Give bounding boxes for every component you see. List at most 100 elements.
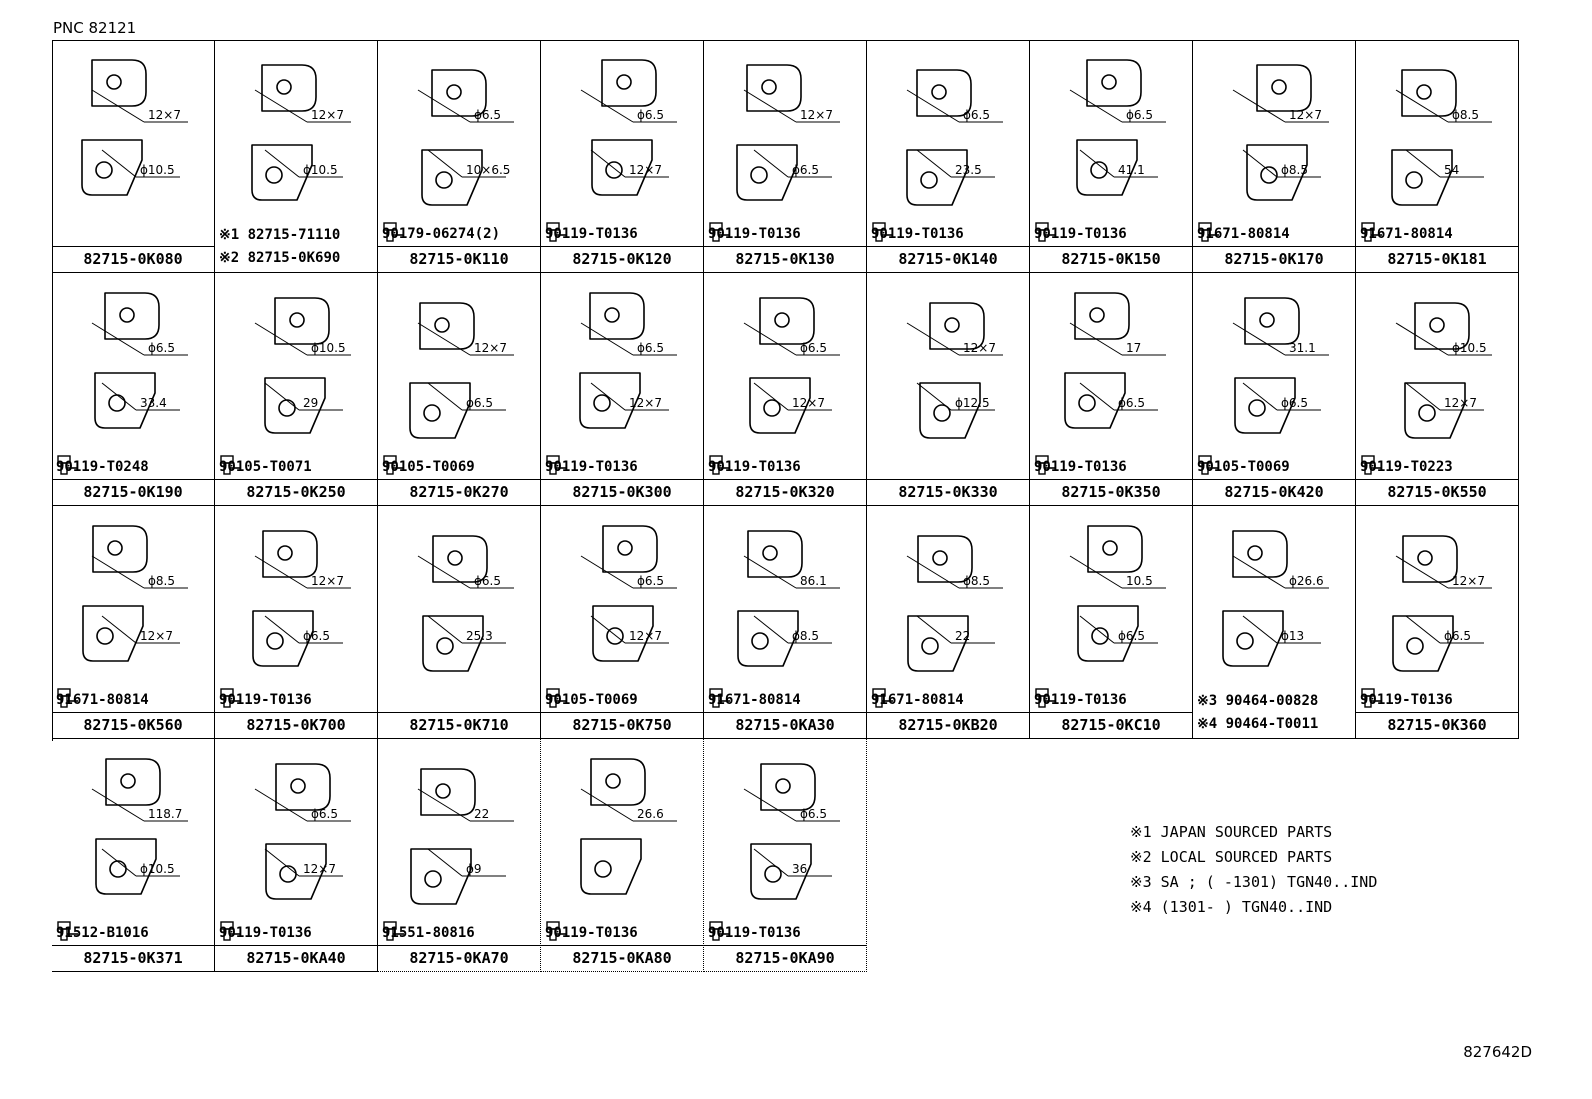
part-drawing: ϕ8.512×7 (82, 525, 188, 662)
bolt-part-number: 90119-T0136 (219, 925, 312, 941)
dimension-label: ϕ9 (466, 862, 482, 876)
bolt-callout: 90119-T0136 (1034, 222, 1127, 246)
dimension-label: ϕ6.5 (466, 396, 493, 410)
alternate-part-numbers: ※1 82715-71110※2 82715-0K690 (219, 224, 340, 270)
bolt-part-number: 90179-06274(2) (382, 226, 501, 242)
bolt-icon (57, 455, 78, 475)
grid-outer-border (52, 40, 1519, 741)
leader-line (1405, 615, 1441, 644)
part-drawing: ϕ6.512×7 (580, 525, 677, 662)
dimension-label: ϕ6.5 (963, 108, 990, 122)
part-number: 82715-0K181 (1356, 246, 1518, 272)
dimension-label: ϕ8.5 (148, 574, 175, 588)
part-drawing: 26.6 (580, 758, 677, 895)
leader-line (1232, 322, 1286, 356)
bolt-part-number: 91671-80814 (1197, 226, 1290, 242)
leader-line (1395, 555, 1449, 589)
leader-line (1405, 382, 1441, 411)
leader-line (906, 555, 960, 589)
alternate-part-number: ※2 82715-0K690 (219, 250, 341, 266)
bolt-icon (383, 455, 404, 475)
leader-line (590, 382, 626, 411)
bolt-part-number: 90119-T0136 (708, 459, 801, 475)
bolt-icon (1035, 688, 1056, 708)
dimension-label: ϕ10.5 (140, 163, 175, 177)
dimension-label: ϕ6.5 (148, 341, 175, 355)
dimension-label: ϕ6.5 (637, 108, 664, 122)
dimension-label: 12×7 (1444, 396, 1477, 410)
dimension-label: ϕ6.5 (474, 108, 501, 122)
leader-line (753, 615, 789, 644)
part-number: 82715-0KB20 (867, 712, 1029, 738)
dimension-label: ϕ8.5 (1281, 163, 1308, 177)
bolt-callout: 90119-T0136 (545, 222, 638, 246)
bolt-icon (1361, 688, 1382, 708)
part-drawing: ϕ6.533.4 (91, 292, 188, 429)
dimension-label: ϕ6.5 (1118, 629, 1145, 643)
footnotes: ※1 JAPAN SOURCED PARTS ※2 LOCAL SOURCED … (1130, 820, 1377, 920)
leader-line (1069, 322, 1123, 356)
bolt-part-number: 91671-80814 (56, 692, 149, 708)
bolt-icon (1198, 222, 1219, 242)
bolt-part-number: 90119-T0136 (1360, 692, 1453, 708)
bolt-icon (1361, 222, 1382, 242)
dimension-label: 12×7 (303, 862, 336, 876)
dimension-label: 25.3 (466, 629, 493, 643)
leader-line (906, 322, 960, 356)
dimension-label: 12×7 (1289, 108, 1322, 122)
leader-line (1395, 89, 1449, 123)
dimension-label: 86.1 (800, 574, 827, 588)
leader-line (916, 615, 952, 644)
part-drawing: ϕ10.512×7 (1395, 302, 1492, 439)
part-drawing: ϕ6.512×7 (580, 59, 677, 196)
bolt-callout: 91671-80814 (1360, 222, 1453, 246)
bolt-callout: 90179-06274(2) (382, 222, 500, 246)
bolt-icon (220, 921, 241, 941)
dimension-label: ϕ6.5 (637, 341, 664, 355)
bolt-callout: 91671-80814 (1197, 222, 1290, 246)
dimension-label: 118.7 (148, 807, 182, 821)
dimension-label: ϕ6.5 (303, 629, 330, 643)
dimension-label: 12×7 (792, 396, 825, 410)
part-drawing: ϕ6.536 (743, 763, 840, 900)
leader-line (101, 848, 137, 877)
part-number: 82715-0K250 (215, 479, 377, 505)
leader-line (427, 848, 463, 877)
part-drawing: ϕ6.523.5 (906, 69, 1003, 206)
part-number: 82715-0KA40 (215, 945, 377, 971)
bolt-callout: 90119-T0136 (708, 455, 801, 479)
part-number: 82715-0KA90 (704, 945, 866, 971)
part-drawing: ϕ6.512×7 (579, 292, 677, 429)
bolt-icon (1035, 455, 1056, 475)
dimension-label: 36 (792, 862, 807, 876)
bolt-part-number: 90119-T0136 (1034, 692, 1127, 708)
part-drawing: 31.1ϕ6.5 (1232, 297, 1329, 434)
bolt-part-number: 90119-T0136 (1034, 459, 1127, 475)
leader-line (254, 89, 308, 123)
leader-line (264, 848, 300, 877)
bolt-part-number: 91671-80814 (871, 692, 964, 708)
dimension-label: ϕ6.5 (1126, 108, 1153, 122)
bolt-callout: 90105-T0069 (382, 455, 475, 479)
part-number: 82715-0KC10 (1030, 712, 1192, 738)
dimension-label: 26.6 (637, 807, 664, 821)
bolt-part-number: 90119-T0223 (1360, 459, 1453, 475)
